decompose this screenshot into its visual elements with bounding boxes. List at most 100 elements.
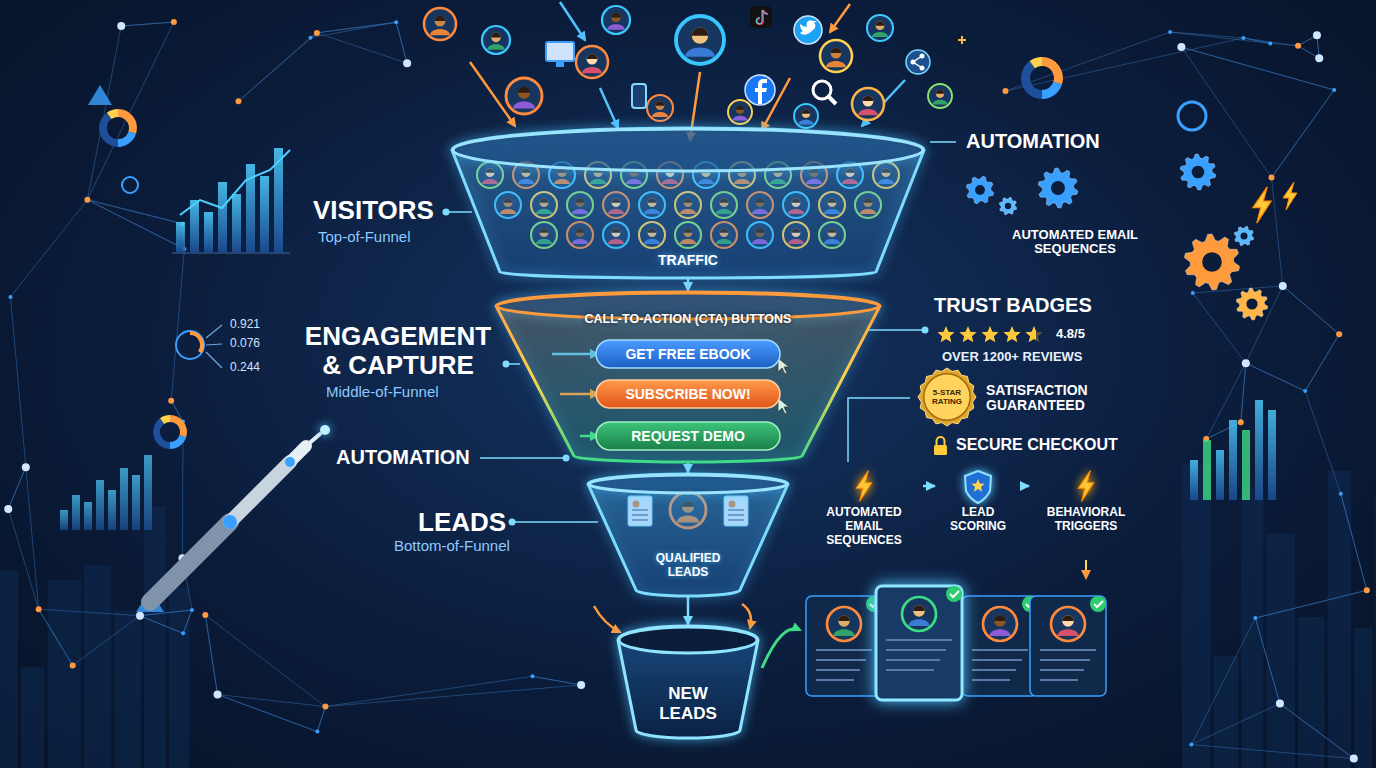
- decor-shape: [756, 198, 765, 202]
- decor-shape: [1234, 226, 1254, 246]
- decor-shape: [675, 222, 701, 248]
- decor-shape: [122, 177, 138, 193]
- decor-shape: [39, 609, 140, 615]
- decor-shape: [858, 109, 878, 115]
- decor-shape: [396, 22, 407, 63]
- decor-shape: [856, 471, 871, 502]
- decor-shape: [913, 605, 925, 617]
- decor-shape: [999, 197, 1017, 215]
- decor-shape: [972, 649, 1028, 651]
- flow-arrow: [687, 597, 690, 625]
- decor-shape: [136, 612, 144, 620]
- decor-shape: [612, 198, 621, 202]
- decor-shape: [684, 228, 693, 232]
- person-avatar: [531, 192, 557, 218]
- decor-shape: [1375, 493, 1376, 768]
- decor-shape: [846, 168, 855, 177]
- person-avatar: [549, 162, 575, 188]
- decor-shape: [738, 168, 747, 172]
- decor-shape: [680, 239, 696, 244]
- decor-shape: [684, 198, 693, 202]
- decor-shape: [587, 54, 598, 59]
- decor-shape: [536, 209, 552, 214]
- gear-icon: [1236, 288, 1268, 320]
- decor-shape: [150, 522, 230, 602]
- decor-shape: [453, 129, 923, 171]
- decor-shape: [1078, 471, 1093, 502]
- decor-shape: [720, 198, 729, 207]
- decor-shape: [1276, 700, 1284, 708]
- decor-shape: [1253, 616, 1257, 620]
- decor-shape: [657, 162, 683, 188]
- person-avatar: [639, 192, 665, 218]
- decor-shape: [1202, 252, 1222, 272]
- decor-shape: [1051, 181, 1065, 195]
- automation-step-outline: [1032, 470, 1140, 556]
- person-avatar: [837, 162, 863, 188]
- decor-shape: [190, 200, 199, 252]
- decor-shape: [1085, 560, 1087, 578]
- decor-shape: [1243, 38, 1270, 43]
- decor-shape: [756, 10, 767, 24]
- decor-shape: [567, 222, 593, 248]
- decor-shape: [745, 75, 775, 105]
- decor-shape: [778, 398, 789, 414]
- decor-shape: [852, 88, 884, 120]
- node-label: TRAFFIC: [588, 252, 788, 268]
- decor-shape: [994, 615, 1006, 621]
- decor-shape: [170, 435, 186, 449]
- decor-shape: [235, 98, 241, 104]
- decor-shape: [536, 239, 552, 244]
- decor-shape: [864, 198, 873, 202]
- decor-shape: [656, 101, 665, 105]
- decor-shape: [918, 368, 976, 426]
- decor-shape: [446, 211, 472, 213]
- social-icons: [546, 6, 966, 108]
- decor-shape: [794, 104, 818, 128]
- decor-shape: [736, 106, 744, 114]
- decor-shape: [317, 22, 396, 33]
- decor-shape: [842, 179, 858, 184]
- decor-shape: [503, 361, 510, 368]
- decor-shape: [828, 198, 837, 207]
- decor-shape: [913, 605, 925, 611]
- decor-shape: [486, 168, 495, 172]
- decor-shape: [594, 168, 603, 177]
- decor-shape: [513, 162, 539, 188]
- decor-shape: [317, 707, 325, 732]
- decor-shape: [600, 88, 618, 128]
- metric-value: 0.244: [230, 361, 260, 374]
- stage-subtitle: Bottom-of-Funnel: [394, 538, 510, 555]
- decor-shape: [826, 61, 846, 67]
- decor-shape: [585, 162, 611, 188]
- decor-shape: [1283, 182, 1297, 210]
- decor-shape: [612, 228, 621, 237]
- decor-shape: [1266, 534, 1295, 768]
- decor-shape: [202, 612, 208, 618]
- decor-shape: [792, 198, 801, 202]
- decor-shape: [317, 22, 396, 33]
- node-label: SUBSCRIBE NOW!: [608, 386, 768, 402]
- decor-shape: [729, 501, 736, 508]
- decor-shape: [756, 228, 765, 237]
- decor-shape: [120, 468, 128, 530]
- cta-button-outline: [596, 340, 780, 368]
- flow-arrow: [1021, 485, 1029, 488]
- decor-shape: [183, 610, 192, 633]
- decor-shape: [1005, 203, 1011, 209]
- decor-shape: [214, 690, 222, 698]
- decor-shape: [491, 33, 501, 38]
- decor-shape: [958, 36, 966, 44]
- person-avatar: [675, 192, 701, 218]
- decor-shape: [1246, 363, 1305, 391]
- decor-shape: [783, 222, 809, 248]
- decor-shape: [317, 707, 325, 732]
- decor-shape: [878, 179, 894, 184]
- funnel-top-band: TRAFFIC: [452, 128, 924, 278]
- funnel-bottom-band: QUALIFIED LEADS: [588, 474, 788, 596]
- decor-shape: [806, 596, 882, 696]
- decor-shape: [838, 615, 850, 627]
- decor-shape: [532, 676, 581, 685]
- decor-shape: [1191, 618, 1255, 745]
- decor-shape: [648, 198, 657, 202]
